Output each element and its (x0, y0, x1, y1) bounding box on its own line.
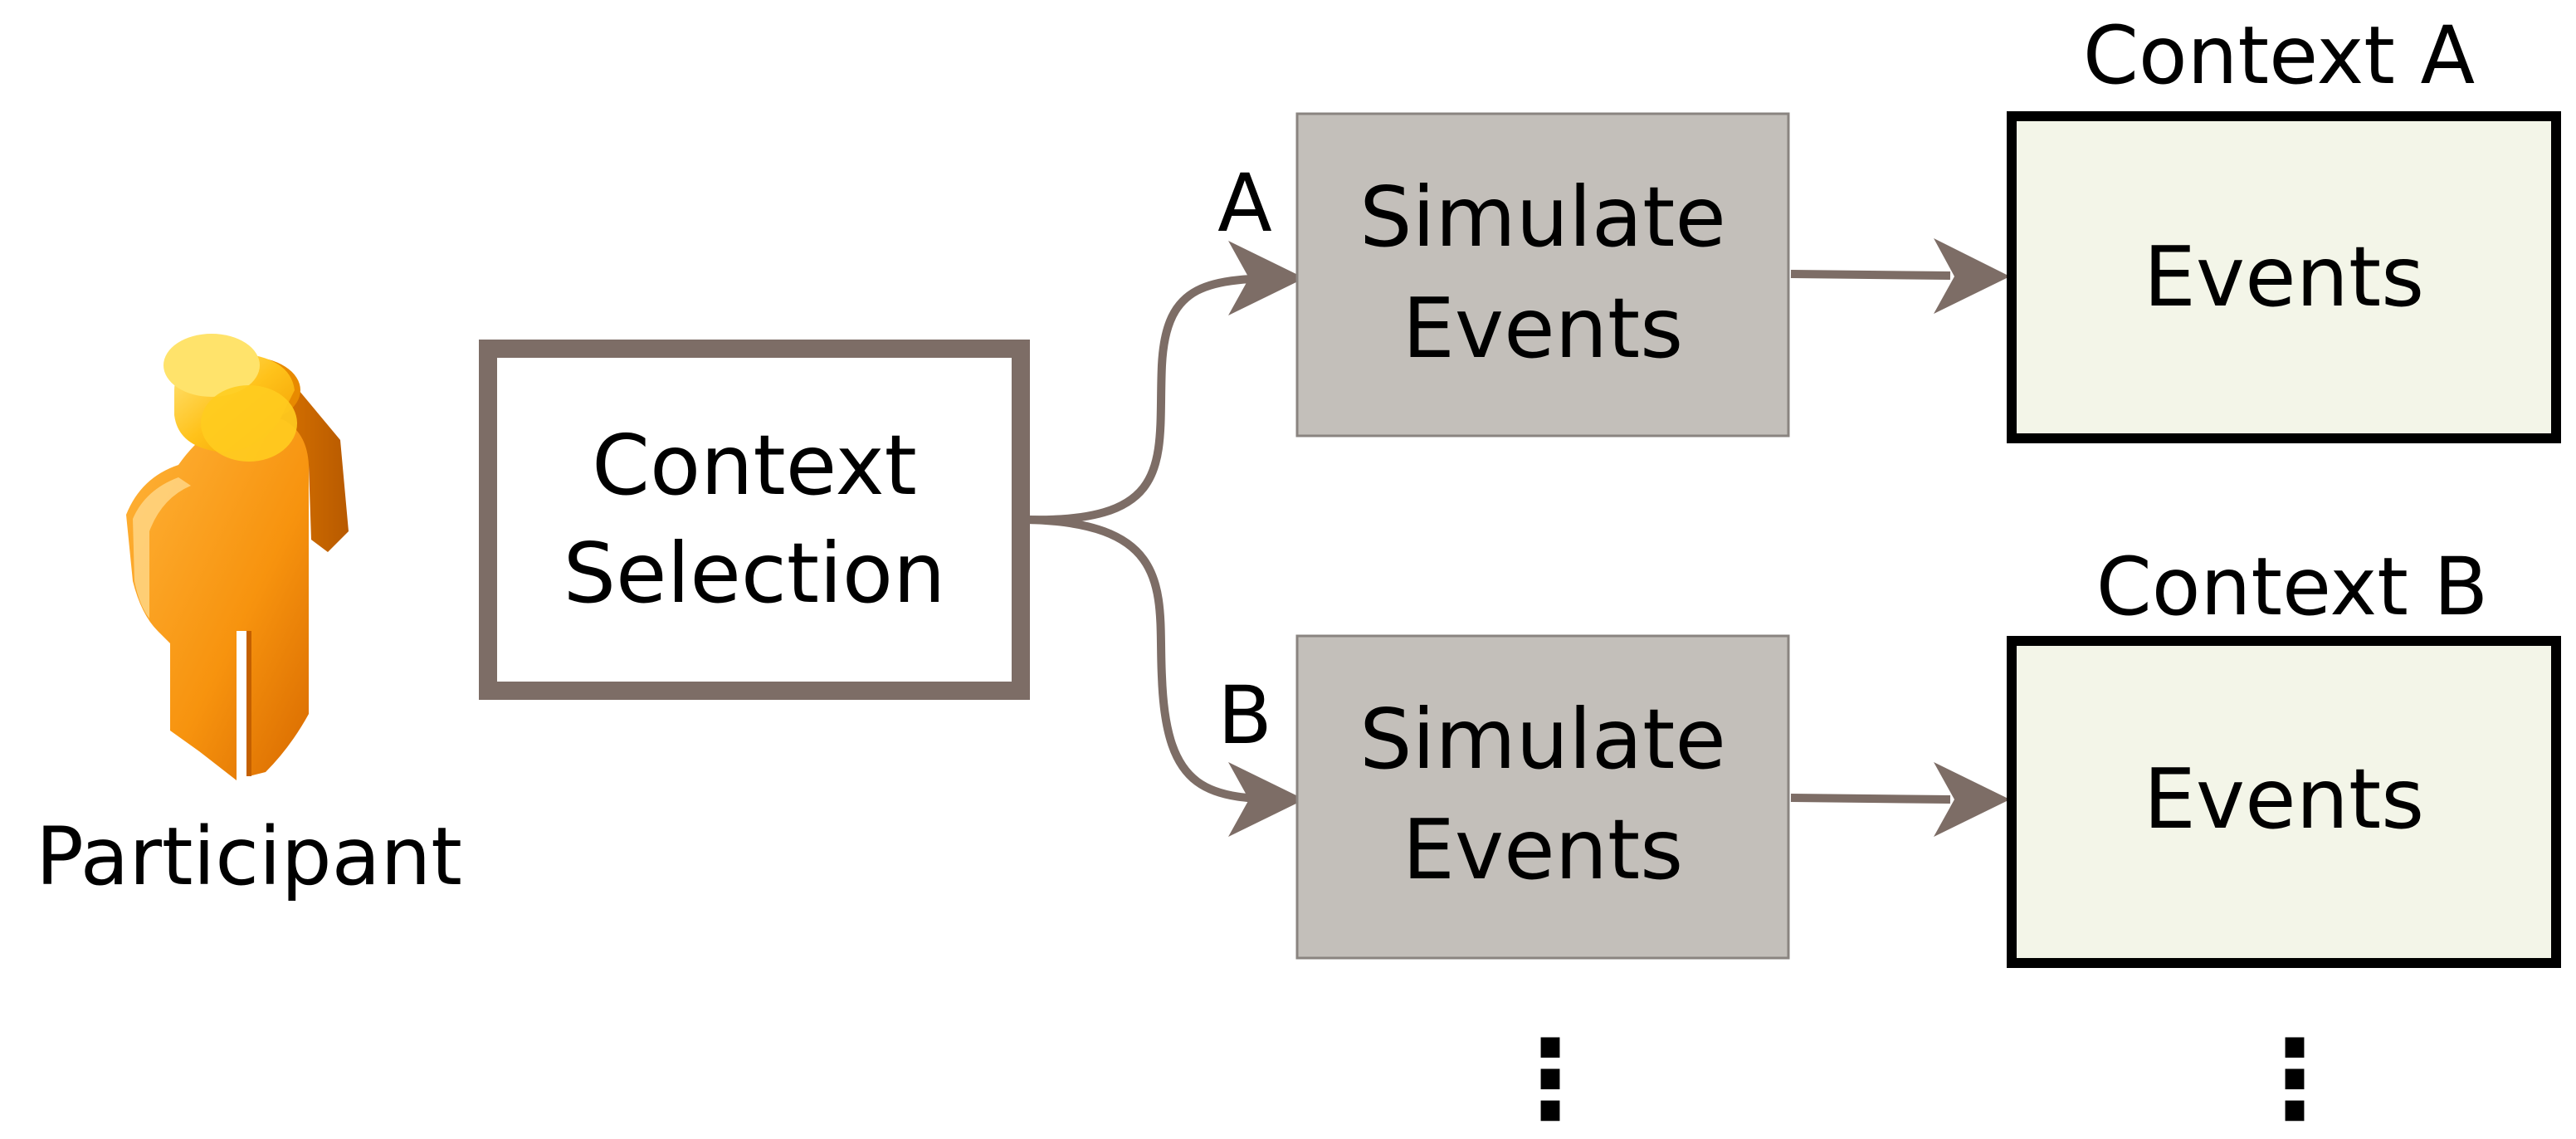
branch-b-arrow (1027, 516, 1296, 804)
simulate-a-line1: Simulate (1359, 169, 1726, 266)
context-selection-line2: Selection (564, 525, 946, 622)
context-selection-box (479, 340, 1030, 700)
branch-b-arrowhead (1228, 762, 1305, 837)
arrow-simulate-a-head (1934, 238, 2010, 314)
arrow-simulate-b-head (1934, 762, 2010, 837)
simulate-events-box-b (1295, 634, 1790, 960)
branch-a-arrow (1027, 274, 1296, 525)
branch-a-arrowhead (1228, 241, 1305, 315)
context-b-events: Events (2144, 750, 2425, 848)
participant-label: Participant (36, 810, 462, 903)
branch-b-label: B (1217, 669, 1272, 762)
simulate-continuation-dots: ⋮ (1496, 1016, 1604, 1139)
context-a-title: Context A (2083, 9, 2475, 102)
context-b-box (2007, 636, 2561, 968)
context-continuation-dots: ⋮ (2241, 1016, 2349, 1139)
person-icon (126, 334, 349, 780)
branch-a-label: A (1217, 157, 1272, 250)
context-selection-line1: Context (592, 417, 917, 514)
context-b-title: Context B (2096, 540, 2488, 633)
simulate-b-line2: Events (1403, 801, 1684, 898)
simulate-events-box-a (1295, 112, 1790, 438)
simulate-b-line1: Simulate (1359, 691, 1726, 788)
arrow-simulate-a-to-context-a (1790, 270, 1951, 280)
context-a-box (2007, 111, 2561, 443)
arrow-simulate-b-to-context-b (1790, 794, 1951, 804)
context-a-events: Events (2144, 228, 2425, 325)
simulate-a-line2: Events (1403, 280, 1684, 377)
